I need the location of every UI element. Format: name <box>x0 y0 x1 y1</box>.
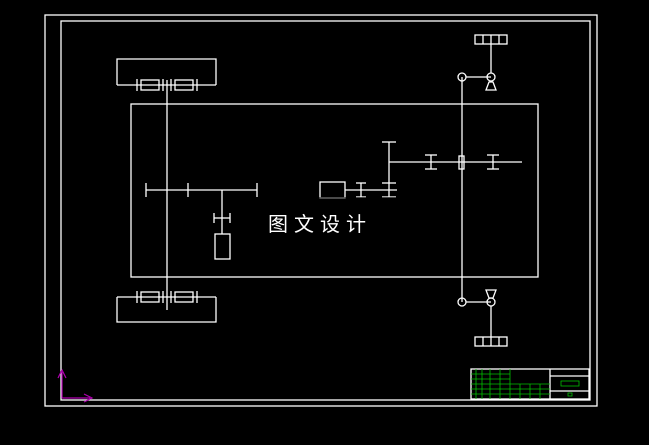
gear-symbol-icon <box>487 154 499 170</box>
gearbox-housing <box>130 103 539 278</box>
watermark-text: 图文设计 <box>268 212 372 236</box>
wheel-symbol-icon <box>474 289 508 347</box>
wheel-symbol-icon <box>474 34 508 91</box>
inner-border <box>60 20 591 401</box>
title-block-grid <box>471 369 580 399</box>
wheel-symbol-icon <box>116 291 217 323</box>
gear-symbol-icon <box>213 213 231 223</box>
watermark-background <box>238 197 410 247</box>
outer-border <box>44 14 598 407</box>
motor-block <box>214 233 231 260</box>
input-block <box>319 181 346 199</box>
ucs-axis-icon <box>57 368 94 403</box>
wheel-symbol-icon <box>116 58 217 91</box>
gear-symbol-icon <box>425 154 437 170</box>
